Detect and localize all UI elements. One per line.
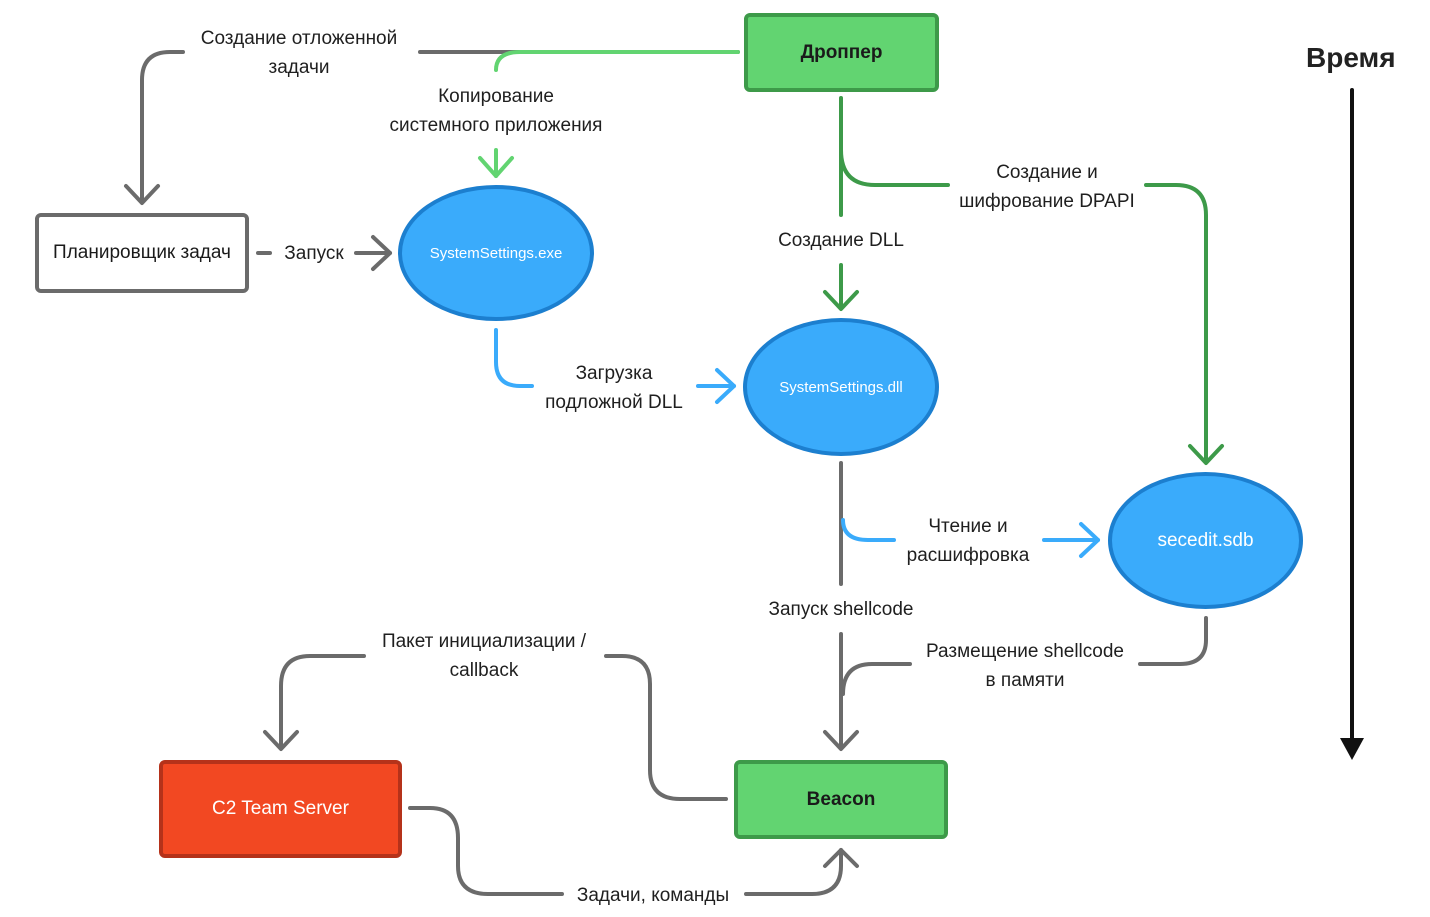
label-create-dpapi: Создание и шифрование DPAPI: [959, 162, 1135, 212]
system-dll-node[interactable]: SystemSettings.dll: [743, 318, 939, 456]
arrowhead-c2: [263, 730, 299, 751]
secedit-node[interactable]: secedit.sdb: [1108, 472, 1303, 609]
edge-tasks-a: [408, 806, 564, 896]
edge-load-dll-a: [494, 328, 534, 388]
dropper-node[interactable]: Дроппер: [744, 13, 939, 92]
edge-copy-app: [494, 50, 740, 72]
edge-dpapi-a: [839, 148, 950, 187]
label-launch: Запуск: [284, 243, 344, 264]
timeline-arrowhead: [1340, 738, 1364, 760]
arrowhead-secedit: [1188, 444, 1224, 465]
edge-place-shellcode-a: [1138, 616, 1208, 666]
label-create-dll: Создание DLL: [778, 230, 904, 251]
system-exe-node[interactable]: SystemSettings.exe: [398, 185, 594, 321]
arrowhead-read-decrypt: [1079, 522, 1100, 558]
label-tasks: Задачи, команды: [576, 885, 730, 906]
arrowhead-dll: [823, 290, 859, 311]
arrowhead-launch: [371, 235, 392, 271]
label-load-dll: Загрузка подложной DLL: [545, 363, 683, 413]
label-read-decrypt: Чтение и расшифровка: [906, 516, 1030, 566]
label-run-shellcode: Запуск shellcode: [768, 599, 914, 620]
beacon-node[interactable]: Beacon: [734, 760, 948, 839]
edge-dpapi-b: [1144, 183, 1208, 464]
arrowhead-tasks: [823, 848, 859, 868]
arrowhead-beacon: [823, 730, 859, 751]
scheduler-node[interactable]: Планировщик задач: [35, 213, 249, 293]
timeline-label: Время: [1306, 42, 1396, 73]
label-deferred-task: Создание отложенной задачи: [200, 28, 398, 78]
c2-server-node[interactable]: C2 Team Server: [159, 760, 402, 858]
edge-read-decrypt-a: [841, 518, 896, 542]
arrowhead-scheduler: [124, 184, 160, 205]
edge-deferred-task-down: [140, 50, 185, 202]
arrowhead-exe: [478, 156, 514, 178]
edge-init-packet-a: [604, 654, 728, 801]
label-place-shellcode: Размещение shellcode в памяти: [926, 641, 1124, 691]
arrowhead-load-dll: [715, 368, 736, 404]
edge-tasks-b: [744, 848, 843, 896]
label-copy-app: Копирование системного приложения: [389, 86, 603, 136]
edge-init-packet-b: [279, 654, 366, 750]
label-init-packet: Пакет инициализации / callback: [381, 631, 587, 681]
edge-place-shellcode-b: [841, 662, 912, 696]
